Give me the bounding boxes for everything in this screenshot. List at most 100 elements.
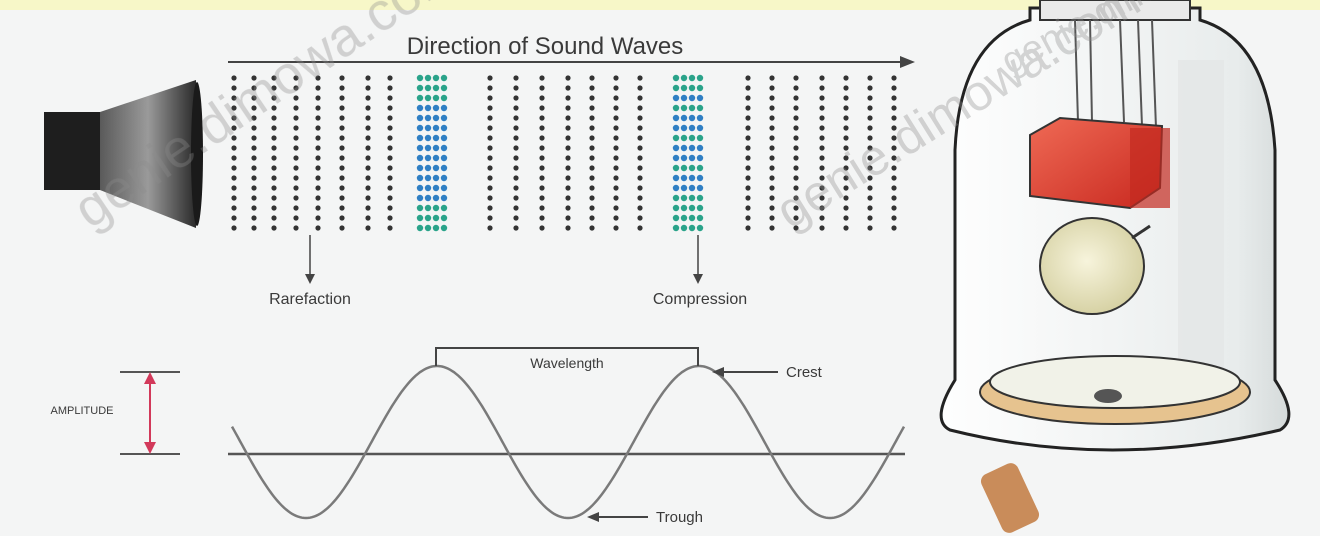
air-particle [867,95,873,101]
air-particle [315,175,321,181]
air-particle [843,95,849,101]
air-particle [440,84,448,92]
air-particle [271,195,277,201]
air-particle [589,85,595,91]
air-particle [696,94,704,102]
air-particle [769,225,775,231]
air-particle [867,185,873,191]
air-particle [696,84,704,92]
bell-clapper [1131,224,1151,240]
air-particle [589,95,595,101]
air-particle [513,75,519,81]
air-particle [251,105,257,111]
air-particle [365,115,371,121]
air-particle [315,205,321,211]
air-particle [793,155,799,161]
air-particle [271,225,277,231]
air-particle [867,175,873,181]
air-particle [696,154,704,162]
air-particle [424,124,432,132]
air-particle [793,115,799,121]
air-particle [271,115,277,121]
air-particle [251,115,257,121]
air-particle [315,145,321,151]
air-particle [613,115,619,121]
air-particle [387,175,393,181]
air-particle [613,185,619,191]
air-particle [769,145,775,151]
air-particle [424,224,432,232]
air-particle [688,224,696,232]
wires [1074,19,1157,129]
air-particle [613,195,619,201]
air-particle [387,205,393,211]
air-particle [251,195,257,201]
air-particle [793,195,799,201]
air-particle [365,205,371,211]
air-particle [819,205,825,211]
air-particle [231,145,237,151]
air-particle [251,95,257,101]
air-particle [365,125,371,131]
air-particle [589,135,595,141]
air-particle [251,75,257,81]
air-particle [271,105,277,111]
air-particle [440,154,448,162]
rarefaction-label: Rarefaction [269,291,351,308]
air-particle [251,215,257,221]
air-particle [589,115,595,121]
air-particle [416,194,424,202]
air-particle [637,195,643,201]
air-particle [513,95,519,101]
air-particle [432,134,440,142]
air-particle [339,165,345,171]
air-particle [293,205,299,211]
air-particle [688,144,696,152]
air-particle [315,155,321,161]
air-particle [440,184,448,192]
air-particle [680,74,688,82]
air-particle [819,125,825,131]
air-particle [613,135,619,141]
air-particle [745,75,751,81]
air-particle [339,85,345,91]
air-particle [315,165,321,171]
air-particle [589,155,595,161]
air-particle [339,75,345,81]
air-particle [793,145,799,151]
air-particle [539,195,545,201]
air-particle [613,125,619,131]
air-particle [891,225,897,231]
air-particle [589,225,595,231]
air-particle [696,74,704,82]
crest-arrowhead [712,367,724,377]
air-particle [424,114,432,122]
air-particle [487,75,493,81]
electric-bell-magnet [1029,116,1170,210]
air-particle [819,85,825,91]
amplitude-label: AMPLITUDE [51,405,114,417]
air-particle [271,205,277,211]
air-particle [696,144,704,152]
air-particle [637,85,643,91]
air-particle [688,184,696,192]
air-particle [891,215,897,221]
air-particle [416,154,424,162]
air-particle [231,125,237,131]
crest-label: Crest [786,364,823,381]
air-particle [231,185,237,191]
speaker-icon [44,80,203,228]
air-particle [424,194,432,202]
air-particle [513,125,519,131]
air-particle [387,195,393,201]
air-particle [769,195,775,201]
air-particle [416,214,424,222]
air-particle [271,175,277,181]
air-particle [891,135,897,141]
air-particle [365,145,371,151]
air-particle [672,184,680,192]
air-particle [432,84,440,92]
air-particle [271,85,277,91]
air-particle [745,135,751,141]
air-particle [424,104,432,112]
